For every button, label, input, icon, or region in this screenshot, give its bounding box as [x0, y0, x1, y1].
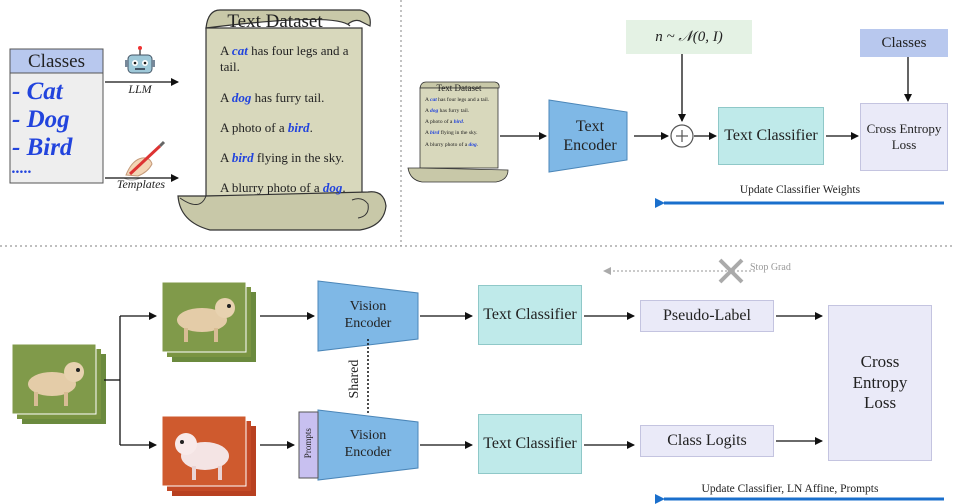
noise-formula-box: n ~ 𝒩(0, I): [626, 20, 752, 54]
writing-hand-icon: [123, 140, 166, 181]
sentence-text: A: [425, 97, 431, 103]
sentence-class-word: dog: [231, 89, 252, 105]
top-classes-box: Classes: [860, 29, 948, 57]
top-text-encoder-label: Text Encoder: [563, 117, 617, 154]
sentence-class-word: cat: [430, 97, 437, 103]
top-vision-encoder-label: Vision Encoder: [344, 299, 392, 331]
sentence-text: .: [462, 119, 465, 126]
dataset-sentence: A photo of a bird.: [220, 120, 368, 136]
class-item: - Bird: [12, 134, 73, 161]
sentence-class-word: dog: [468, 141, 477, 148]
prompts-box: [298, 411, 319, 479]
sentence-text: A: [220, 89, 232, 105]
sentence-text: .: [309, 119, 313, 135]
sentence-text: .: [476, 141, 479, 148]
dataset-sentence: A dog has furry tail.: [220, 90, 368, 106]
sentence-class-word: bird: [231, 150, 254, 165]
dataset-sentences: A cat has four legs and a tail.A dog has…: [220, 43, 368, 211]
shared-label: Shared: [346, 359, 362, 399]
classes-list: - Cat- Dog- Bird.....: [12, 78, 102, 177]
stop-grad-x-icon: [718, 258, 744, 284]
prompts-label: Prompts: [302, 428, 313, 459]
class-item: - Dog: [12, 106, 70, 133]
small-text-dataset-title: Text Dataset: [436, 83, 482, 93]
llm-label: LLM: [128, 82, 152, 96]
sentence-text: has furry tail.: [251, 89, 325, 105]
top-text-classifier-box: Text Classifier: [718, 107, 824, 165]
sentence-text: A photo of a: [220, 119, 288, 135]
small-dataset-sentences: A cat has four legs and a tail.A dog has…: [425, 97, 499, 153]
dataset-sentence: A dog has furry tail.: [425, 108, 499, 115]
sentence-text: A blurry photo of a: [425, 141, 469, 148]
sentence-text: A photo of a: [425, 119, 454, 126]
sentence-text: has four legs and a tail.: [436, 97, 490, 103]
bottom-text-classifier-bottom-box: Text Classifier: [478, 414, 582, 474]
sentence-class-word: cat: [231, 43, 248, 58]
sentence-text: A: [220, 43, 232, 58]
bottom-loss-box: Cross Entropy Loss: [828, 305, 932, 461]
dataset-sentence: A cat has four legs and a tail.: [220, 43, 368, 76]
bottom-vision-encoder-label: Vision Encoder: [344, 428, 392, 460]
sentence-text: .: [342, 180, 346, 196]
sentence-text: A blurry photo of a: [220, 180, 323, 196]
sentence-text: has four legs and a tail.: [220, 43, 349, 75]
weak-augment-image-stack: [161, 281, 256, 362]
dataset-sentence: A blurry photo of a dog.: [425, 142, 499, 149]
sentence-text: has furry tail.: [438, 108, 470, 115]
update-weights-label: Update Classifier Weights: [739, 184, 861, 196]
text-dataset-scroll: [177, 9, 387, 231]
dataset-sentence: A blurry photo of a dog.: [220, 180, 368, 196]
top-vision-encoder-shape: [317, 280, 419, 352]
sentence-class-word: dog: [322, 180, 343, 196]
robot-icon: [125, 46, 155, 74]
sentence-text: A: [220, 150, 232, 165]
input-image-stack: [11, 343, 106, 424]
sentence-class-word: bird: [430, 130, 440, 137]
pseudo-label-box: Pseudo-Label: [640, 300, 774, 332]
sentence-class-word: bird: [453, 119, 463, 126]
dataset-sentence: A cat has four legs and a tail.: [425, 97, 499, 104]
templates-label: Templates: [116, 177, 166, 191]
dataset-sentence: A photo of a bird.: [425, 119, 499, 126]
small-text-dataset-scroll: [407, 81, 509, 183]
top-text-encoder-shape: [548, 99, 628, 173]
update-prompts-label: Update Classifier, LN Affine, Prompts: [701, 483, 879, 495]
strong-augment-image-stack: [161, 415, 256, 496]
sentence-class-word: bird: [287, 119, 310, 135]
bottom-text-classifier-top-box: Text Classifier: [478, 285, 582, 345]
class-logits-box: Class Logits: [640, 425, 774, 457]
sentence-text: A: [425, 108, 431, 115]
stop-grad-label: Stop Grad: [750, 262, 791, 273]
sentence-text: flying in the sky.: [253, 150, 345, 165]
top-loss-box: Cross Entropy Loss: [860, 103, 948, 171]
class-item: - Cat: [12, 78, 63, 105]
classes-list-box: [9, 72, 104, 184]
classes-panel-title: Classes: [28, 51, 85, 72]
sentence-text: A: [425, 130, 431, 137]
sentence-text: flying in the sky.: [439, 130, 478, 137]
dataset-sentence: A bird flying in the sky.: [425, 130, 499, 137]
dataset-sentence: A bird flying in the sky.: [220, 150, 368, 166]
class-item: .....: [12, 160, 32, 177]
text-dataset-title: Text Dataset: [227, 11, 323, 32]
sentence-class-word: dog: [430, 108, 439, 115]
